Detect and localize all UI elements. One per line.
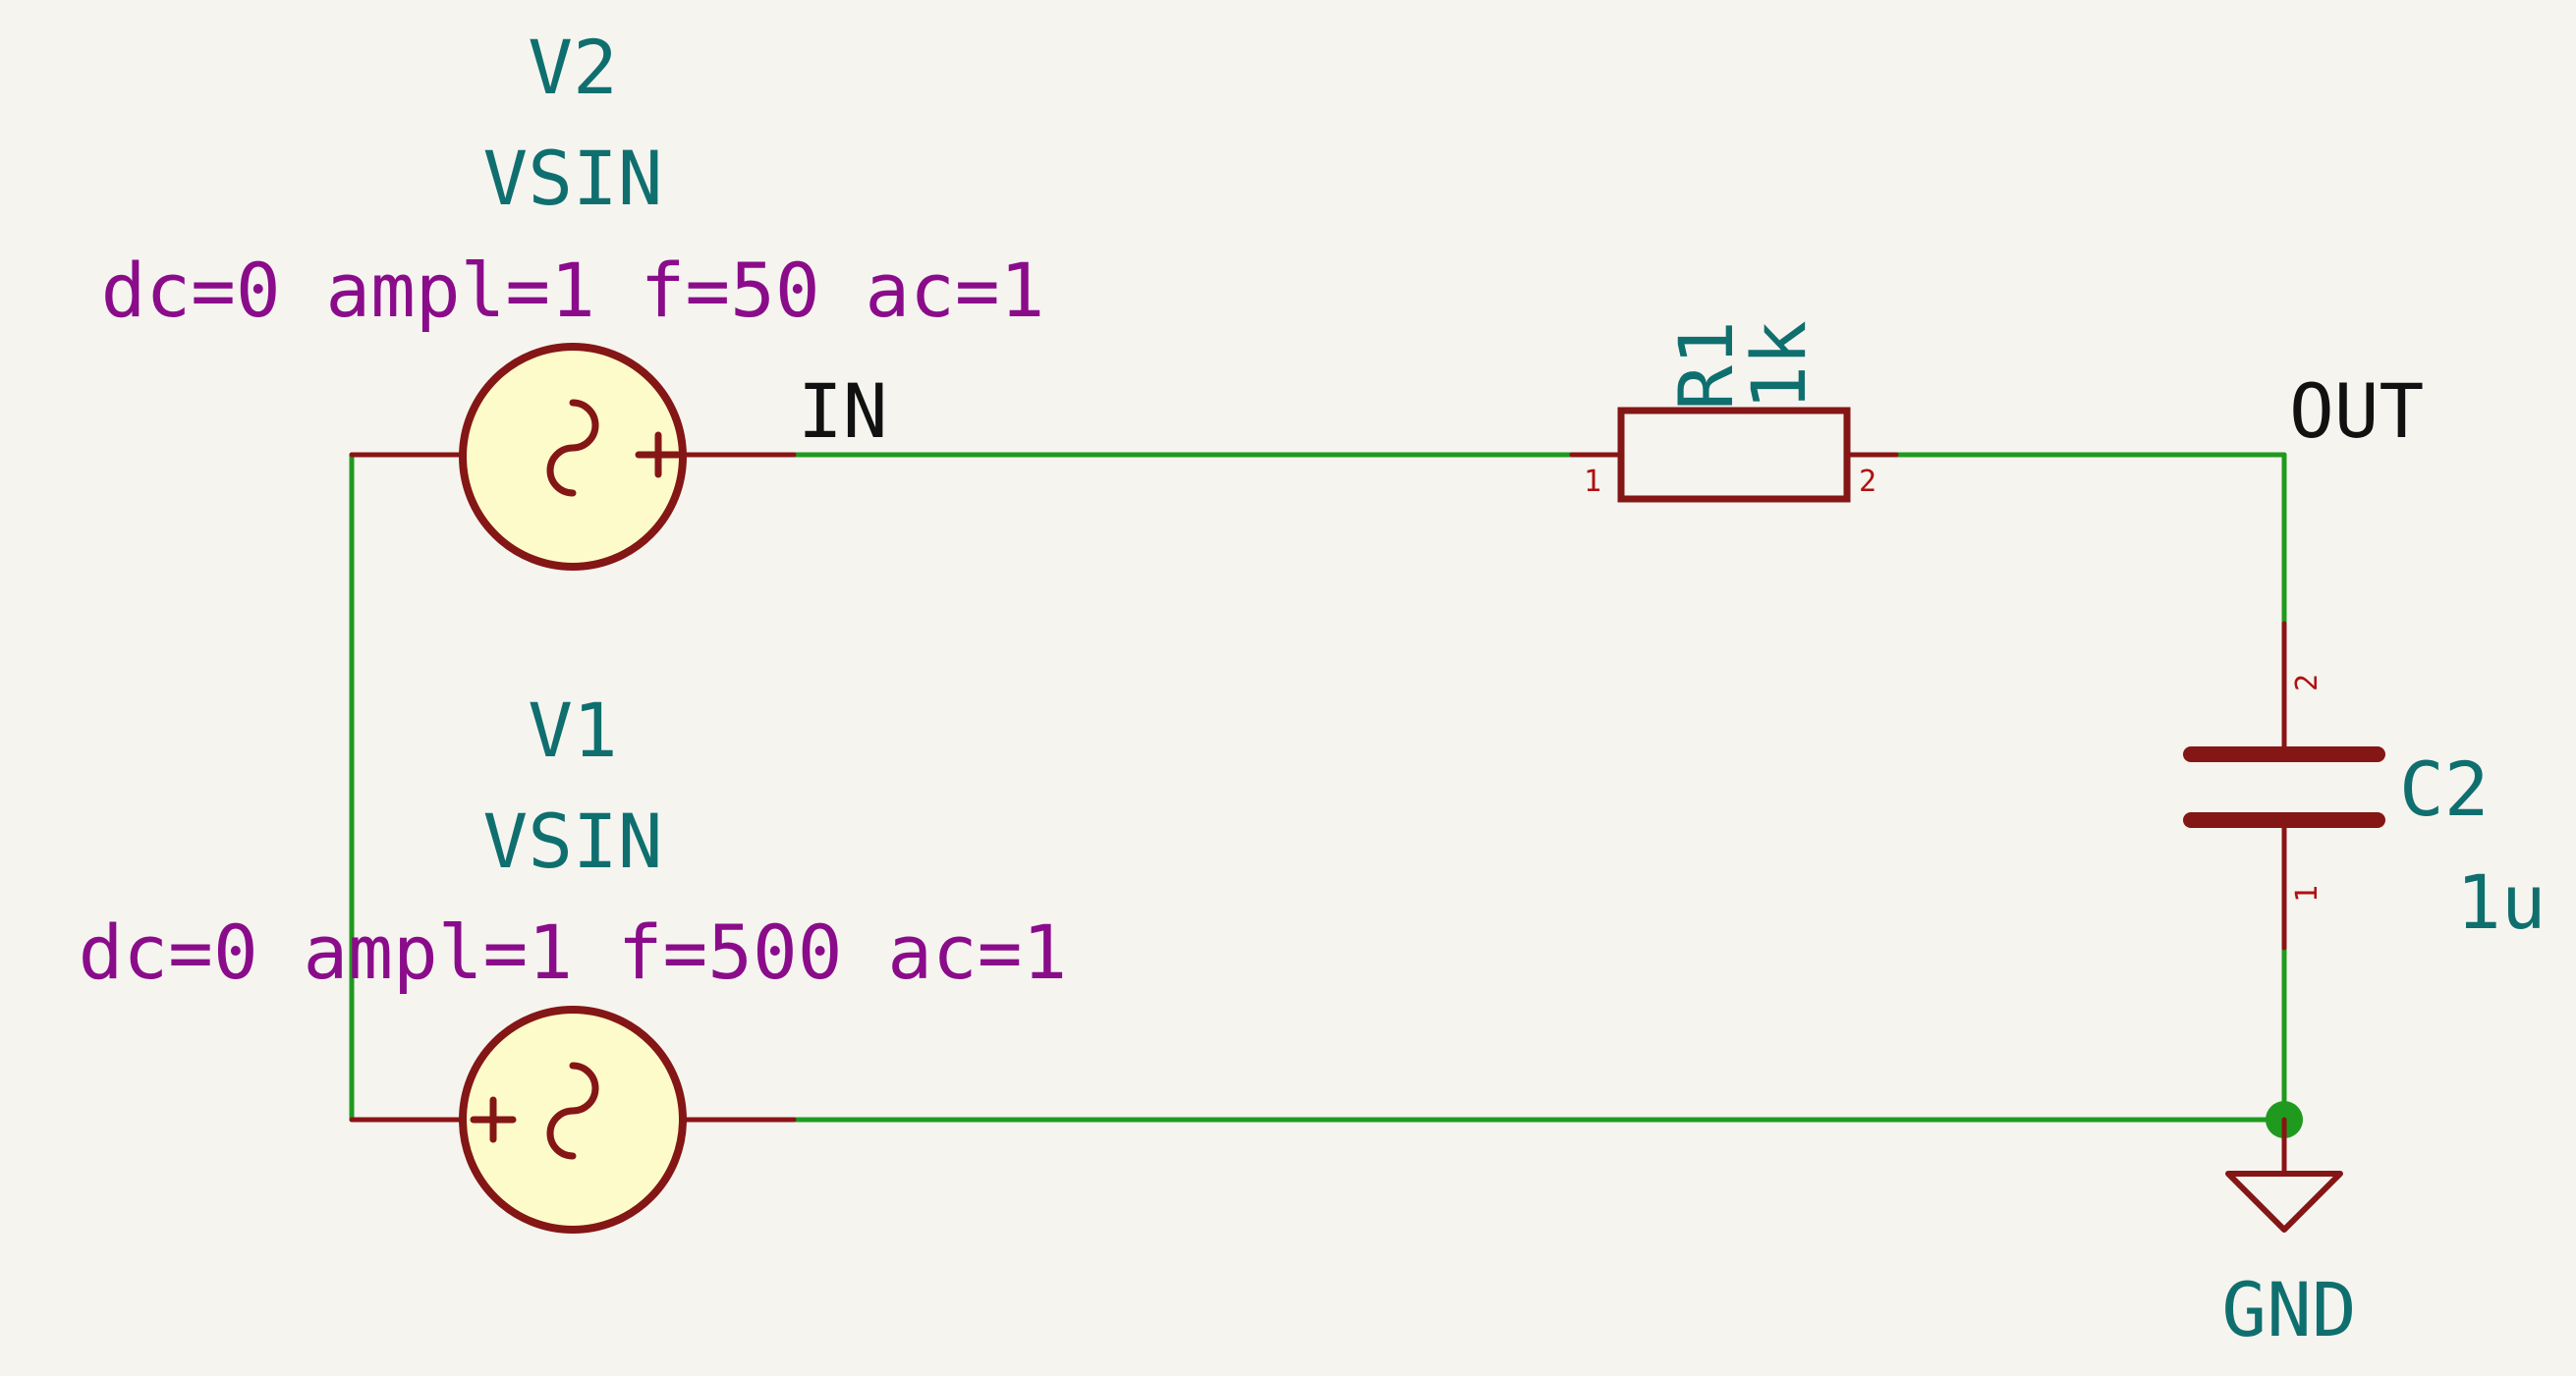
r1-reference: R1	[1662, 320, 1750, 411]
r1-value: 1k	[1735, 320, 1822, 411]
c2-pin-2-number: 2	[2290, 674, 2324, 691]
v1-parameters: dc=0 ampl=1 f=500 ac=1	[79, 908, 1068, 996]
c2-value: 1u	[2456, 858, 2547, 946]
v2-reference: V2	[528, 24, 618, 111]
ground-symbol[interactable]: GND	[2221, 1101, 2357, 1353]
sine-icon	[546, 399, 599, 497]
source-v2[interactable]	[349, 343, 797, 571]
v1-value: VSIN	[482, 798, 662, 885]
v2-value: VSIN	[482, 135, 662, 222]
ground-icon	[2225, 1171, 2343, 1233]
net-label-in[interactable]: IN	[798, 367, 888, 455]
capacitor-c2[interactable]: 2 1 C2 1u	[2183, 621, 2547, 951]
source-v1[interactable]	[349, 1006, 797, 1234]
v1-reference: V1	[528, 687, 618, 774]
v1-body	[459, 1006, 687, 1234]
sine-icon	[546, 1062, 599, 1160]
net-label-out[interactable]: OUT	[2289, 367, 2424, 455]
gnd-label: GND	[2221, 1266, 2356, 1353]
wires	[349, 452, 2287, 1123]
r1-body	[1617, 407, 1851, 503]
v2-parameters: dc=0 ampl=1 f=50 ac=1	[101, 247, 1045, 334]
r1-pin-2-number: 2	[1859, 465, 1876, 499]
c2-pin-1-number: 1	[2290, 885, 2324, 903]
c2-reference: C2	[2399, 745, 2490, 833]
resistor-r1[interactable]: 1 2 R1 1k	[1569, 320, 1899, 503]
v2-body	[459, 343, 687, 571]
r1-pin-1-number: 1	[1584, 465, 1601, 499]
